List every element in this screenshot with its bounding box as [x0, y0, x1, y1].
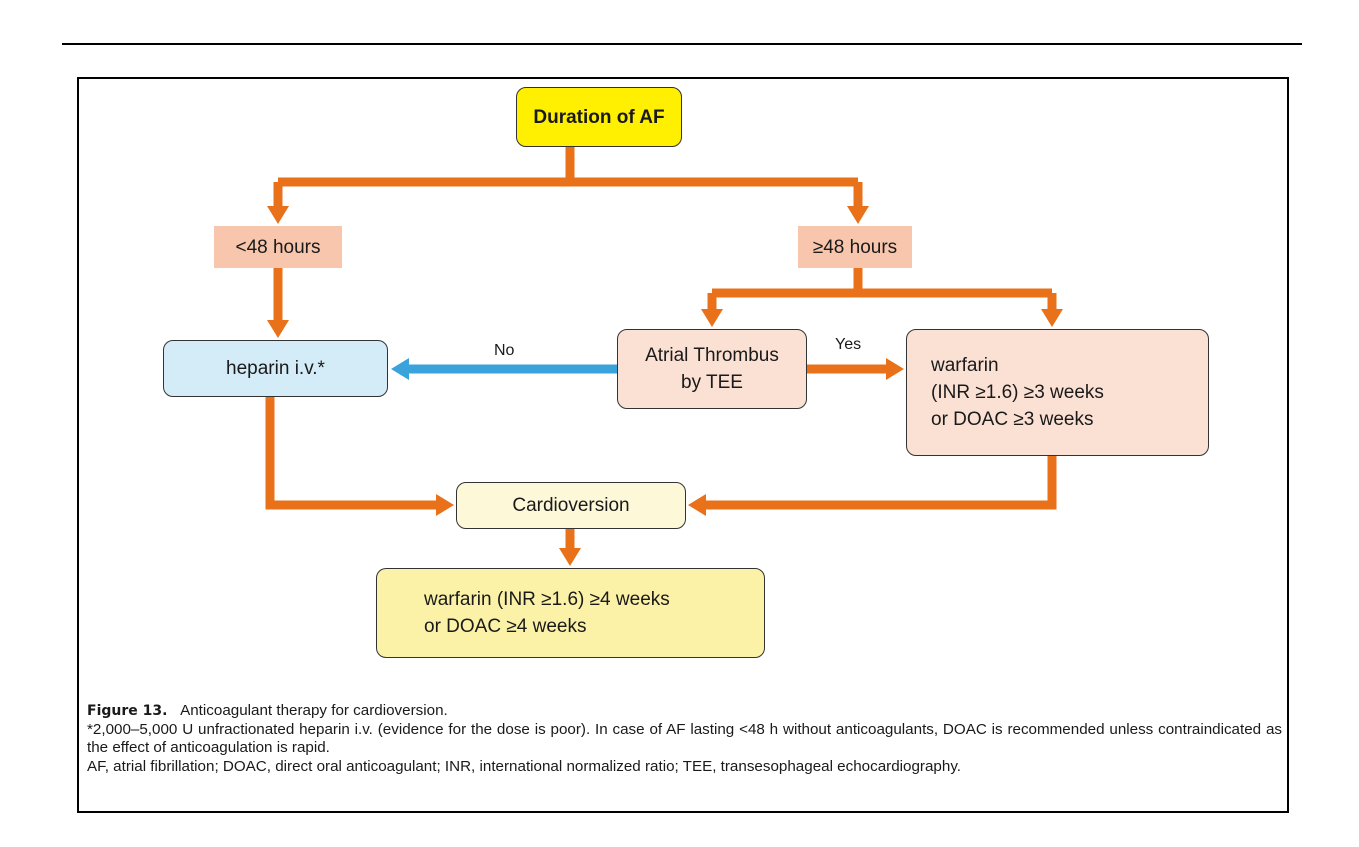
node-cardioversion: Cardioversion [456, 482, 686, 529]
arrowhead-to-warfarin-pre [1041, 309, 1063, 327]
figure-title: Anticoagulant therapy for cardioversion. [180, 702, 448, 719]
figure-frame [77, 77, 1289, 813]
node-warfarin-pre: warfarin (INR ≥1.6) ≥3 weeks or DOAC ≥3 … [906, 329, 1209, 456]
node-lt-48-hours: <48 hours [214, 226, 342, 268]
arrowhead-warfarin-cardioversion [688, 494, 706, 516]
arrowhead-to-ge48 [847, 206, 869, 224]
node-warfarin-post: warfarin (INR ≥1.6) ≥4 weeks or DOAC ≥4 … [376, 568, 765, 658]
arrowhead-to-heparin [267, 320, 289, 338]
node-heparin-label: heparin i.v.* [226, 358, 325, 379]
caption-footnote: *2,000–5,000 U unfractionated heparin i.… [87, 720, 1282, 757]
node-atrial-thrombus-by-tee: Atrial Thrombus by TEE [617, 329, 807, 409]
node-duration-of-af: Duration of AF [516, 87, 682, 147]
edge-label-yes: Yes [835, 336, 862, 353]
arrowhead-heparin-cardioversion [436, 494, 454, 516]
figure-label: Figure 13. [87, 703, 168, 719]
node-warfarin-pre-label: warfarin (INR ≥1.6) ≥3 weeks or DOAC ≥3 … [931, 355, 1104, 430]
figure-caption: Figure 13. Anticoagulant therapy for car… [87, 702, 1282, 776]
connector-heparin-cardioversion [265, 397, 436, 510]
node-warfarin-post-label: warfarin (INR ≥1.6) ≥4 weeks or DOAC ≥4 … [424, 589, 670, 637]
node-cardioversion-label: Cardioversion [512, 495, 630, 516]
caption-title-line: Figure 13. Anticoagulant therapy for car… [87, 702, 1282, 721]
connector-warfarin-cardioversion [706, 456, 1057, 510]
edge-label-no: No [494, 342, 515, 359]
node-ge-48-hours: ≥48 hours [798, 226, 912, 268]
node-thrombus-label: Atrial Thrombus by TEE [645, 345, 779, 393]
arrowhead-to-lt48 [267, 206, 289, 224]
node-heparin-iv: heparin i.v.* [163, 340, 388, 397]
arrowhead-no [391, 358, 409, 380]
arrowhead-to-thrombus [701, 309, 723, 327]
node-duration-label: Duration of AF [533, 106, 665, 128]
node-ge48-label: ≥48 hours [812, 236, 898, 258]
node-lt48-label: <48 hours [235, 236, 321, 258]
caption-abbreviations: AF, atrial fibrillation; DOAC, direct or… [87, 757, 962, 775]
top-rule [62, 43, 1302, 45]
arrowhead-yes [886, 358, 904, 380]
arrowhead-to-warfarin-post [559, 548, 581, 566]
